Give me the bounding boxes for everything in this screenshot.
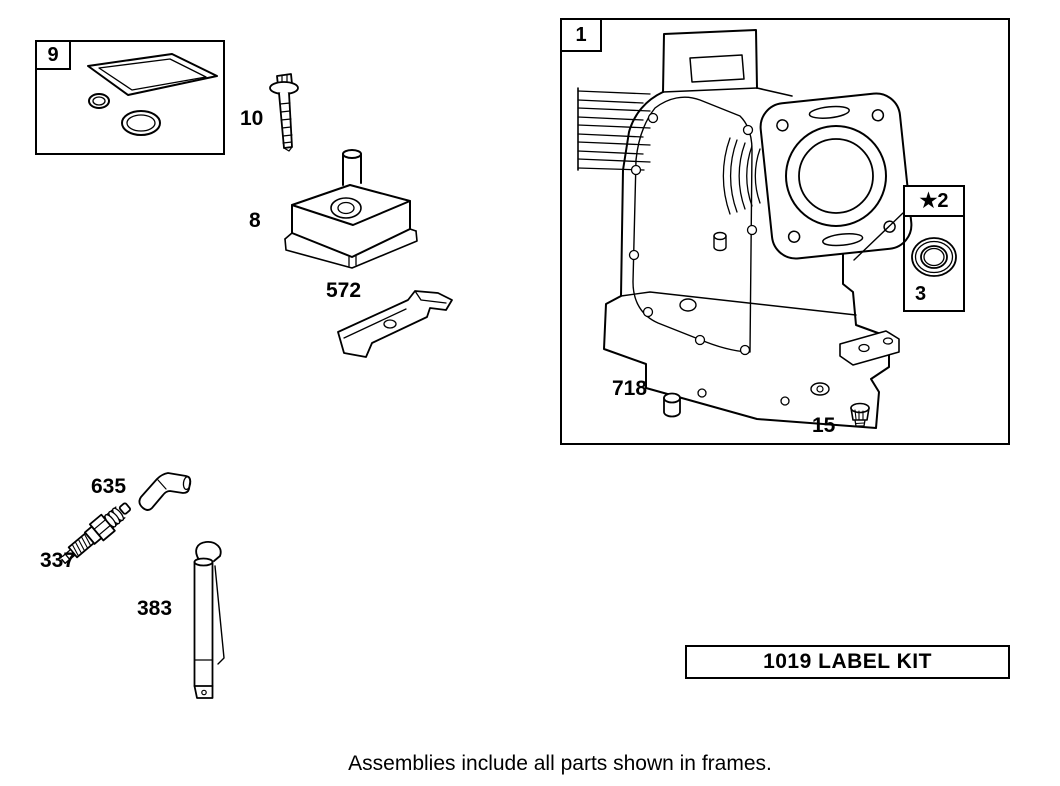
part-8-breather-illustration [284, 149, 418, 269]
frame-assembly-1: 1 [560, 18, 1010, 445]
part-635-terminal-illustration [138, 472, 192, 511]
part-572-deflector-illustration [337, 290, 453, 358]
callout-part-3: 3 [915, 283, 927, 305]
frame-1-label: 1 [560, 18, 602, 52]
callout-part-572: 572 [326, 279, 362, 302]
part-15-plug-illustration [850, 402, 870, 427]
frame-assembly-2: ★2 3 [903, 185, 965, 312]
part-3-oil-seal-illustration [911, 237, 957, 277]
callout-part-635: 635 [91, 475, 127, 498]
frame-9-label: 9 [35, 40, 71, 70]
callout-part-383: 383 [137, 597, 173, 620]
label-kit-box: 1019 LABEL KIT [685, 645, 1010, 679]
part-9-gasket-illustration [87, 53, 218, 136]
footer-note: Assemblies include all parts shown in fr… [348, 752, 772, 775]
frame-assembly-9: 9 [35, 40, 225, 155]
part-718-dowel-illustration [663, 392, 681, 418]
callout-part-337: 337 [40, 549, 76, 572]
part-1-cylinder-assembly-illustration [577, 29, 913, 429]
part-383-dipstick-tube-illustration [193, 541, 225, 699]
part-10-bolt-illustration [269, 73, 299, 152]
callout-part-8: 8 [249, 209, 261, 232]
frame-2-label: ★2 [903, 185, 965, 217]
callout-part-10: 10 [240, 107, 264, 130]
callout-part-718: 718 [612, 377, 648, 400]
callout-part-15: 15 [812, 414, 836, 437]
part-337-spark-plug-illustration [61, 502, 131, 565]
